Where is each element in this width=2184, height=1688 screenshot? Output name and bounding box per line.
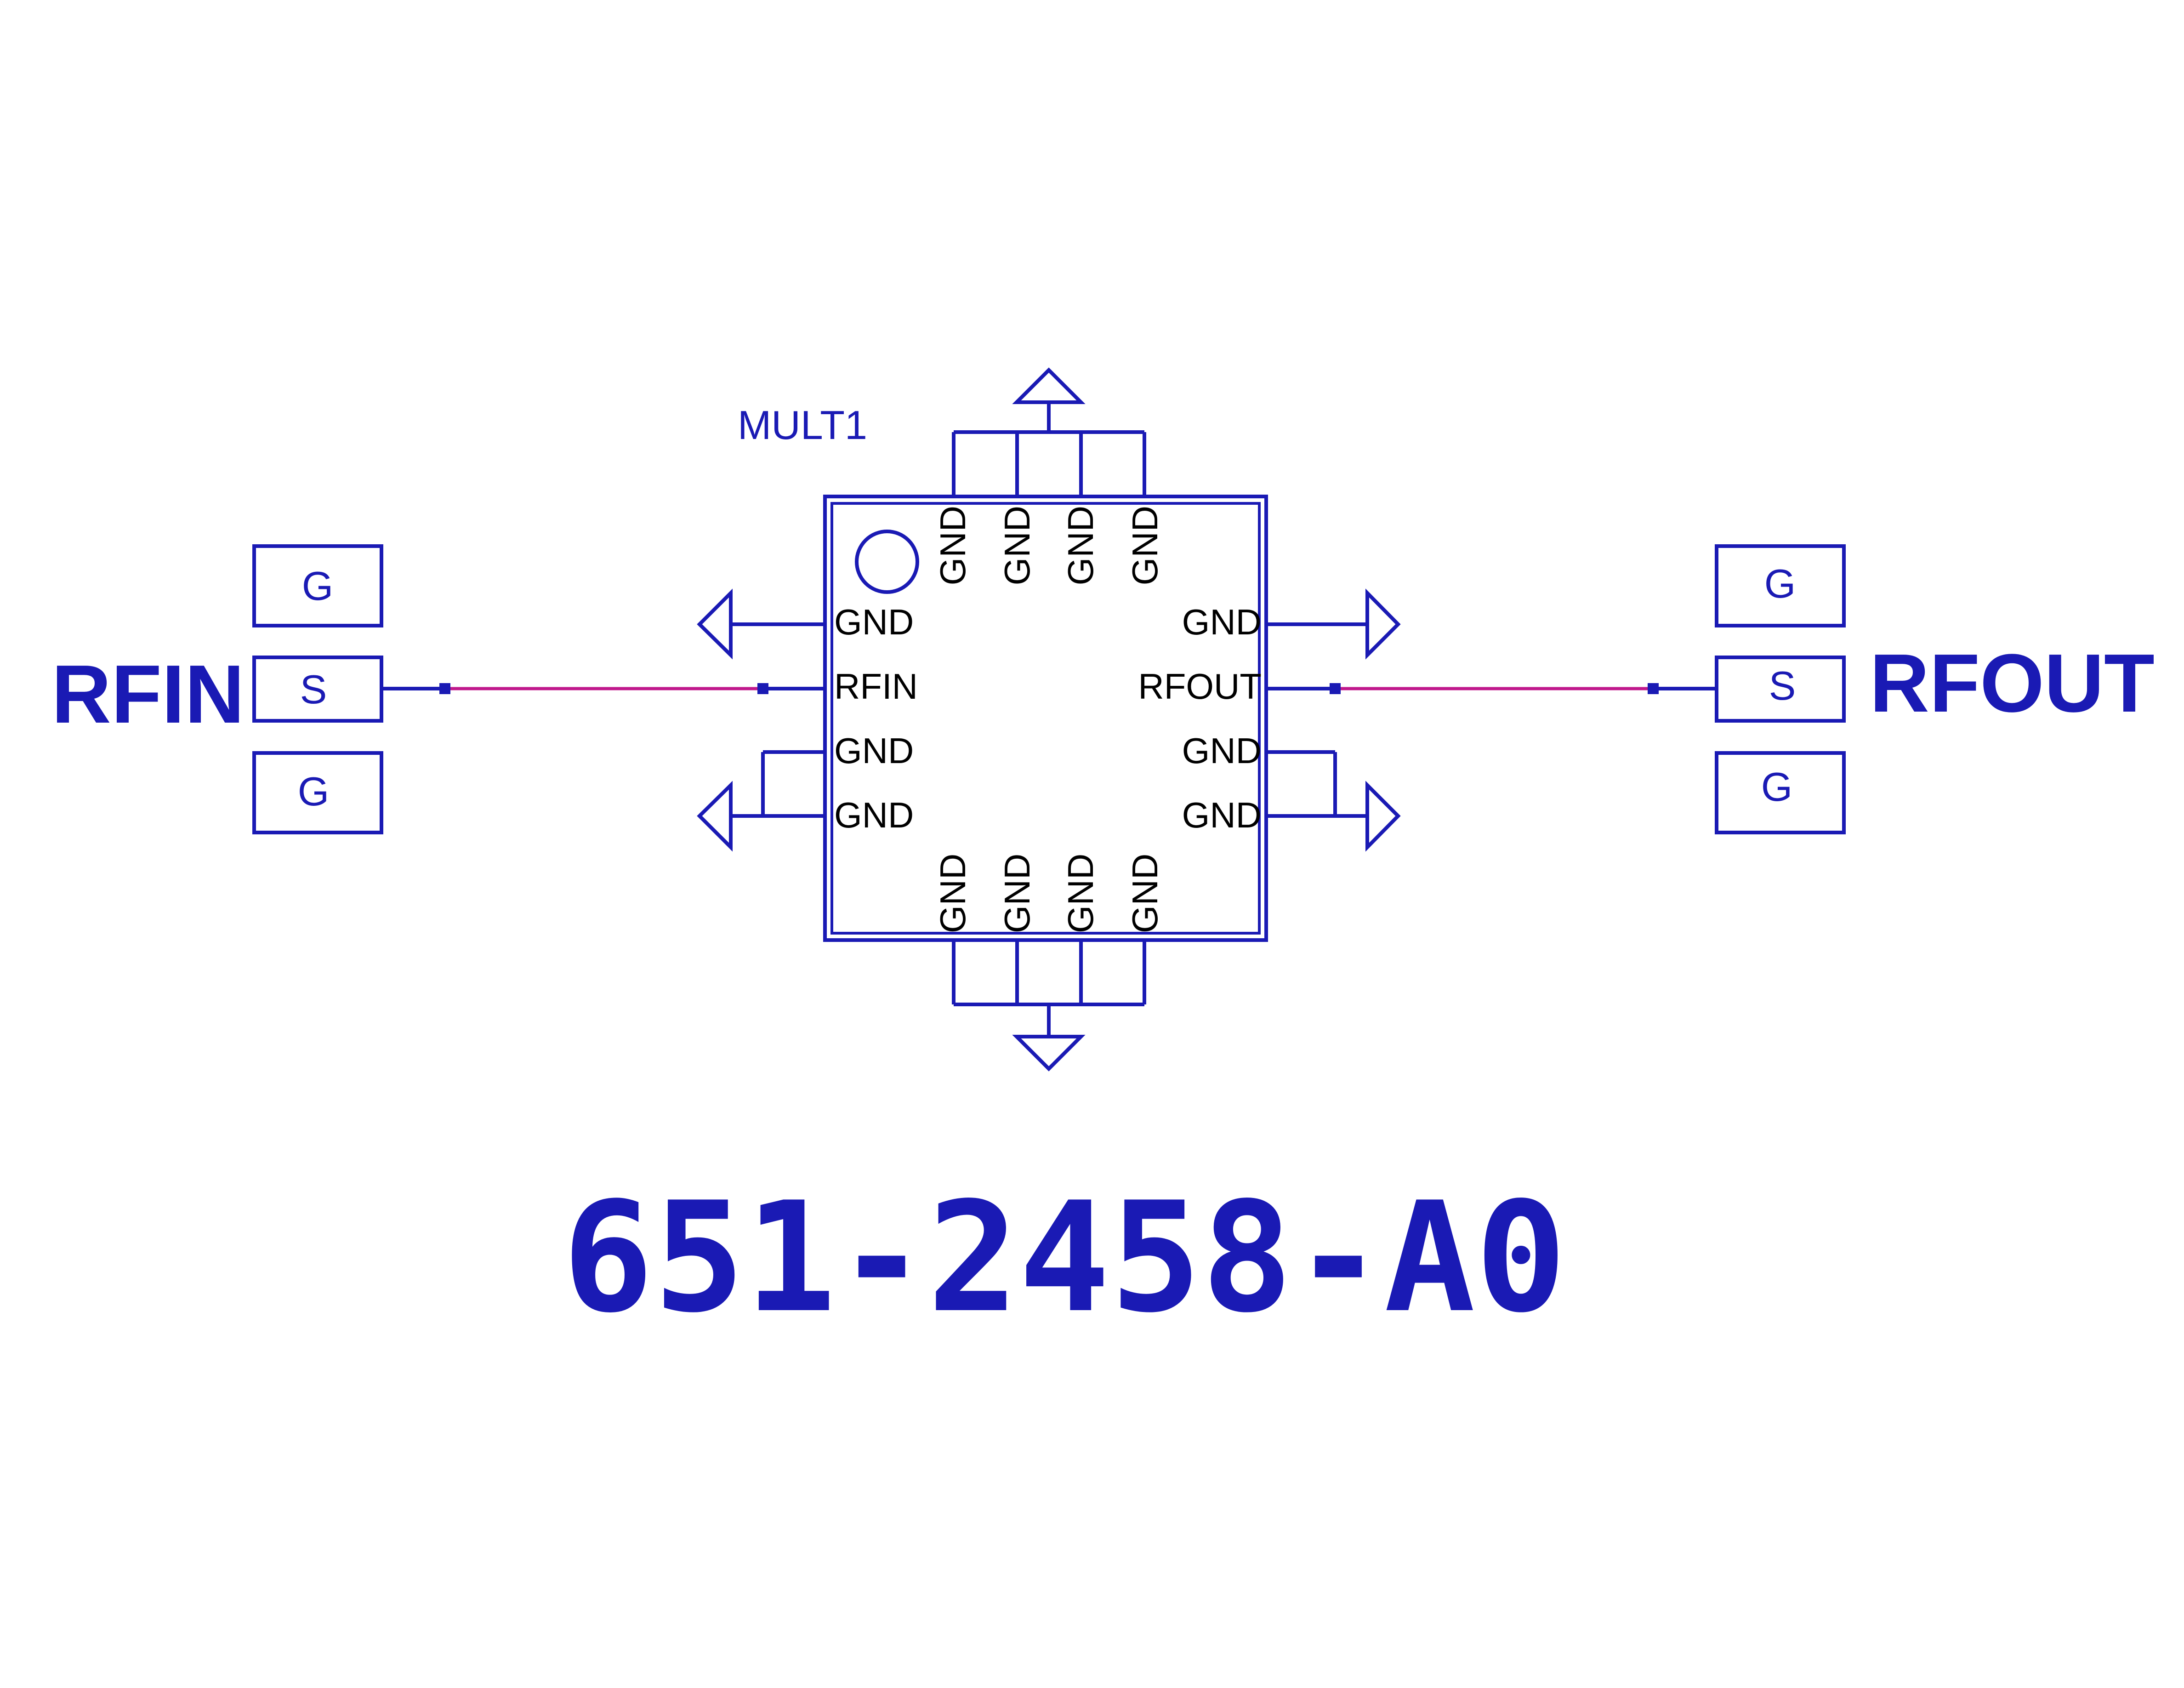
ground-symbol-icon: [1365, 588, 1401, 660]
bottom-ground-connection: [952, 940, 1146, 1072]
probe-pad: [1715, 544, 1846, 627]
top-pins: GND GND GND GND: [933, 506, 1165, 585]
pin-label: GND: [933, 854, 973, 933]
part-number: 651-2458-A0: [562, 1169, 1566, 1346]
probe-pad: [252, 656, 383, 723]
pin-label: GND: [1060, 854, 1101, 933]
net-junction: [1330, 683, 1341, 694]
pin1-marker-icon: [855, 530, 919, 594]
pad-label: G: [1761, 764, 1792, 810]
ground-symbol-icon: [1365, 781, 1401, 852]
pad-label: G: [298, 769, 329, 814]
probe-right[interactable]: G S G: [1715, 544, 1846, 834]
component-body[interactable]: [823, 495, 1268, 942]
rfin-net[interactable]: [381, 683, 825, 694]
bottom-pins: GND GND GND GND: [933, 854, 1165, 933]
rfout-net[interactable]: [1266, 683, 1717, 694]
probe-pad: [1715, 656, 1846, 723]
pin-label: GND: [1182, 730, 1262, 771]
top-ground-connection: [952, 367, 1146, 496]
pin-label: RFOUT: [1138, 666, 1262, 707]
ground-symbol-icon: [697, 781, 733, 852]
pad-label: S: [1769, 663, 1796, 708]
pad-label: G: [1764, 561, 1796, 606]
net-junction: [757, 683, 768, 694]
ground-symbol-icon: [1012, 367, 1086, 404]
pin-label: GND: [1125, 506, 1165, 585]
pin-label: GND: [997, 854, 1037, 933]
probe-left[interactable]: G S G: [252, 544, 383, 834]
pin-label: GND: [997, 506, 1037, 585]
pin-label: RFIN: [834, 666, 918, 707]
right-ground-connection: [1266, 588, 1401, 852]
right-pins: GND RFOUT GND GND: [1138, 602, 1262, 835]
left-pins: GND RFIN GND GND: [834, 602, 918, 835]
port-label-rfin: RFIN: [51, 648, 245, 741]
pad-label: S: [300, 667, 327, 712]
pin-label: GND: [1182, 795, 1262, 835]
net-junction: [439, 683, 450, 694]
pin-label: GND: [1125, 854, 1165, 933]
ground-symbol-icon: [697, 588, 733, 660]
pad-label: G: [302, 563, 333, 609]
pin-label: GND: [834, 730, 914, 771]
port-label-rfout: RFOUT: [1870, 637, 2155, 730]
probe-pad: [1715, 751, 1846, 834]
left-ground-connection: [697, 588, 825, 852]
pin-label: GND: [834, 602, 914, 642]
ground-symbol-icon: [1012, 1035, 1086, 1072]
pin-label: GND: [1060, 506, 1101, 585]
ref-designator: MULT1: [738, 402, 867, 448]
pin-label: GND: [933, 506, 973, 585]
net-junction: [1648, 683, 1659, 694]
probe-pad: [252, 751, 383, 834]
pin-label: GND: [834, 795, 914, 835]
probe-pad: [252, 544, 383, 627]
pin-label: GND: [1182, 602, 1262, 642]
